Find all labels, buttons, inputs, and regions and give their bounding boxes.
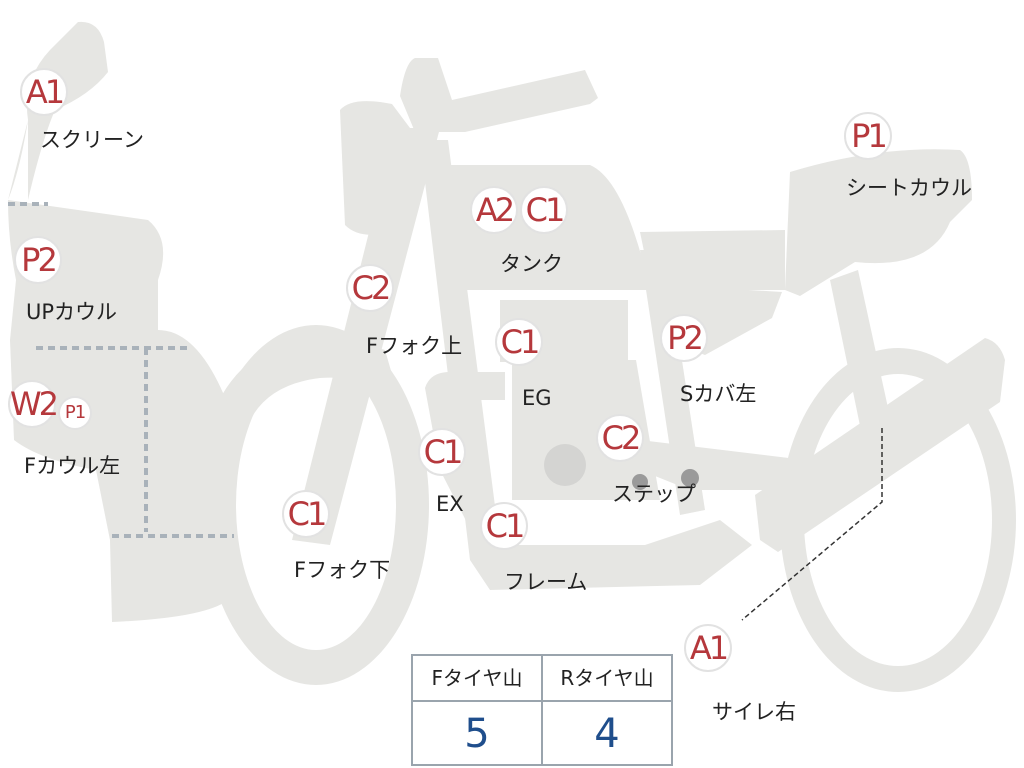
grade-badge-silencer-right: A1 (684, 624, 732, 672)
seat-shape (640, 230, 785, 290)
part-label-seat-cowl: シートカウル (846, 176, 972, 200)
step-peg (632, 474, 648, 490)
part-label-fork-upper: Fフォク上 (366, 334, 463, 358)
cowl-shape (8, 120, 236, 622)
grade-badge-front-cowl-left-secondary: P1 (58, 396, 92, 430)
grade-badge-side-cover-left: P2 (660, 314, 708, 362)
grade-badge-screen: A1 (20, 68, 68, 116)
step-peg (681, 469, 699, 487)
grade-badge-front-cowl-left: W2 (8, 380, 59, 428)
silencer-shape (755, 338, 1005, 552)
tire-value-front: 5 (464, 711, 490, 757)
part-label-fork-lower: Fフォク下 (294, 558, 391, 582)
headlight (340, 101, 410, 235)
screen-shape (26, 21, 108, 201)
grade-badge-engine: C1 (495, 318, 543, 366)
frame-shape (420, 140, 752, 590)
part-label-engine: EG (522, 386, 552, 410)
part-label-front-cowl-left: Fカウル左 (24, 454, 121, 478)
tire-table-value-row: 5 4 (413, 702, 671, 766)
grade-badge-step: C2 (596, 414, 644, 462)
part-label-side-cover-left: Sカバ左 (680, 382, 757, 406)
tire-value-rear: 4 (541, 702, 671, 766)
fork-tube (292, 128, 440, 545)
part-label-frame: フレーム (504, 570, 588, 594)
exhaust-shape (425, 372, 505, 548)
part-label-tank: タンク (500, 252, 563, 276)
seat-cowl-shape (785, 149, 972, 296)
grade-badge-tank-secondary: C1 (520, 186, 568, 234)
tire-tread-table: Fタイヤ山 Rタイヤ山 5 4 (411, 654, 673, 766)
grade-badge-seat-cowl: P1 (844, 112, 892, 160)
grade-badge-exhaust: C1 (418, 428, 466, 476)
grade-badge-frame: C1 (480, 502, 528, 550)
tire-header-front: Fタイヤ山 (431, 666, 523, 690)
tire-table-header-row: Fタイヤ山 Rタイヤ山 (413, 656, 671, 702)
part-label-step: ステップ (612, 482, 696, 506)
part-label-silencer-right: サイレ右 (712, 700, 796, 724)
tire-header-rear: Rタイヤ山 (541, 656, 671, 700)
engine-cover (544, 444, 586, 486)
silencer-leader-line (741, 428, 883, 621)
part-label-exhaust: EX (436, 492, 464, 516)
part-label-screen: スクリーン (40, 128, 144, 152)
grade-badge-tank: A2 (470, 186, 518, 234)
grade-badge-fork-upper: C2 (346, 264, 394, 312)
part-label-upper-cowl: UPカウル (26, 300, 118, 324)
grade-badge-fork-lower: C1 (282, 490, 330, 538)
grade-badge-upper-cowl: P2 (14, 236, 62, 284)
handlebar (400, 58, 598, 132)
tail-strut (830, 270, 895, 450)
